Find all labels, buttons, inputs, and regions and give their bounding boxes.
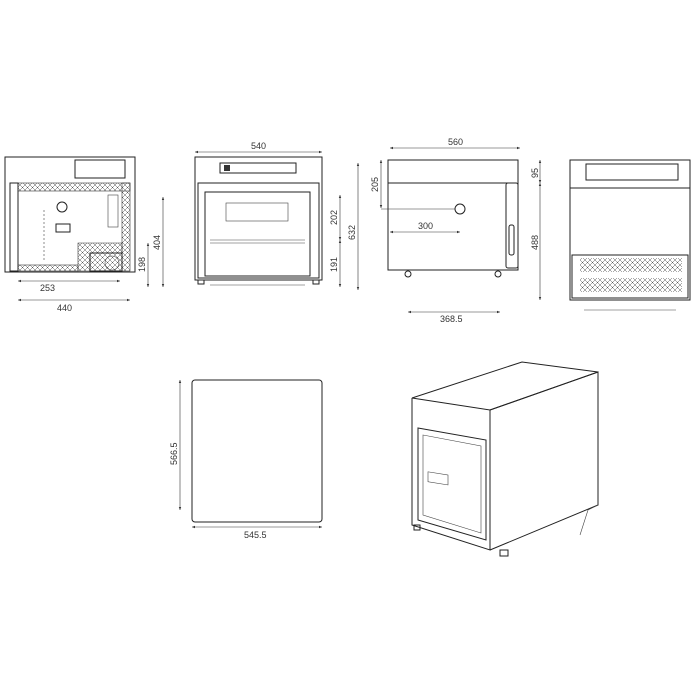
dim-95: 95 — [530, 168, 540, 178]
dim-560: 560 — [448, 137, 463, 147]
dim-540: 540 — [251, 141, 266, 151]
dim-205: 205 — [370, 177, 380, 192]
dim-488: 488 — [530, 235, 540, 250]
isometric-view — [411, 361, 599, 557]
dim-566-5: 566.5 — [169, 442, 179, 465]
dim-198: 198 — [137, 257, 147, 272]
dim-368-5: 368.5 — [440, 314, 463, 324]
dim-632: 632 — [347, 225, 357, 240]
front-view: 540 632 202 191 — [194, 141, 360, 290]
side-section-view: 253 440 404 198 — [4, 156, 165, 313]
dim-545-5: 545.5 — [244, 530, 267, 540]
side-view: 560 205 300 95 488 368.5 — [370, 137, 542, 324]
rear-view — [569, 159, 691, 311]
dim-300: 300 — [418, 221, 433, 231]
dim-440: 440 — [57, 303, 72, 313]
dim-253: 253 — [40, 283, 55, 293]
dim-191: 191 — [329, 257, 339, 272]
dim-202: 202 — [329, 210, 339, 225]
dim-404: 404 — [152, 235, 162, 250]
top-view: 566.5 545.5 — [169, 379, 323, 540]
